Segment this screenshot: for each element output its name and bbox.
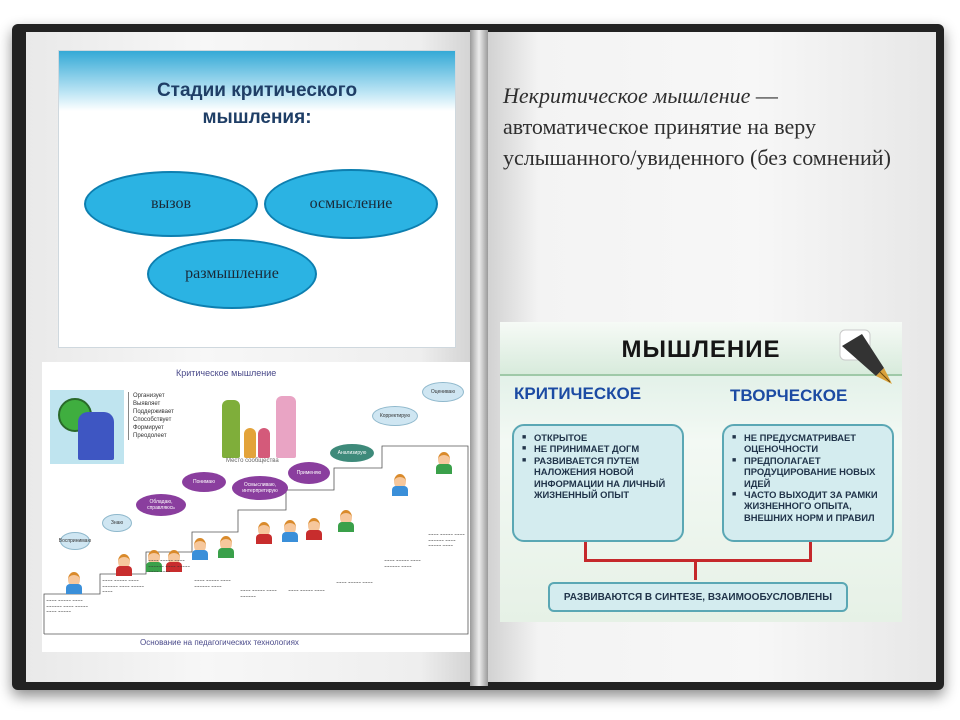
child-figure <box>338 510 354 532</box>
cloud-label: Применяю <box>296 470 322 476</box>
critical-trait: ОТКРЫТОЕ <box>522 432 674 444</box>
creative-trait: НЕ ПРЕДУСМАТРИВАЕТ ОЦЕНОЧНОСТИ <box>732 432 884 455</box>
definition-text: автоматическое принятие на веру услышанн… <box>503 114 891 170</box>
child-figure <box>436 452 452 474</box>
cloud-apply: Применяю <box>288 462 330 484</box>
cloud-possess: Обладаю, справляюсь <box>136 494 186 516</box>
cloud-interpret: Осмысливаю, интерпретирую <box>232 476 288 500</box>
collage-title: Критическое мышление <box>176 368 277 378</box>
verb-item: Способствует <box>133 417 172 423</box>
thinking-header <box>500 322 902 376</box>
creative-trait: ЧАСТО ВЫХОДИТ ЗА РАМКИ ЖИЗНЕННОГО ОПЫТА,… <box>732 489 884 523</box>
thinking-slide: МЫШЛЕНИЕ КРИТИЧЕСКОЕ ТВОРЧЕСКОЕ ОТКРЫТОЕ… <box>500 322 902 622</box>
teacher-cartoon-image <box>50 390 124 464</box>
child-figure <box>66 572 82 594</box>
stages-header-band <box>59 51 455 111</box>
stair-cell-text: ~~~~ ~~~~~ ~~~~ ~~~~~~ ~~~~ ~~~~~ ~~~~ ~… <box>46 598 88 614</box>
cloud-label: Знаю <box>110 520 124 526</box>
stair-cell-text: ~~~~ ~~~~~ ~~~~ ~~~~~~ ~~~~ ~~~~~ ~~~~ ~… <box>148 558 190 574</box>
stage-ellipse-reflection: размышление <box>147 239 317 309</box>
child-figure <box>392 474 408 496</box>
cloud-know: Знаю <box>102 514 132 532</box>
child-figure <box>146 550 162 572</box>
child-figure <box>256 522 272 544</box>
stair-cell-text: ~~~~ ~~~~~ ~~~~ <box>336 580 373 585</box>
cloud-label: Анализирую <box>337 450 367 456</box>
stages-title-line1: Стадии критического <box>156 80 358 101</box>
thinking-title: МЫШЛЕНИЕ <box>621 336 781 363</box>
critical-trait: НЕ ПРИНИМАЕТ ДОГМ <box>522 443 674 455</box>
critical-thinking-collage: Критическое мышление Организует Выявляет… <box>42 362 470 652</box>
child-figure <box>282 520 298 542</box>
critical-traits-box: ОТКРЫТОЕ НЕ ПРИНИМАЕТ ДОГМ РАЗВИВАЕТСЯ П… <box>512 424 684 542</box>
stair-cell-text: ~~~~ ~~~~~ ~~~~ ~~~~~~ ~~~~ ~~~~~ ~~~~ <box>428 532 465 548</box>
stages-title-line2: мышления: <box>202 107 312 128</box>
book-spine <box>470 30 488 686</box>
stair-cell-text: ~~~~ ~~~~~ ~~~~ <box>288 588 325 593</box>
stair-cell-text: ~~~~ ~~~~~ ~~~~ ~~~~~~ ~~~~ <box>194 578 231 589</box>
family-member <box>276 396 296 458</box>
connector-stem <box>694 560 697 580</box>
cloud-label: Оцениваю <box>430 389 456 395</box>
cloud-understand: Понимаю <box>182 472 226 492</box>
child-figure <box>306 518 322 540</box>
verb-item: Формирует <box>133 425 164 431</box>
family-caption: Место сообщества <box>226 458 279 464</box>
cloud-correct: Корректирую <box>372 406 418 426</box>
family-member <box>244 428 256 458</box>
cloud-label: Осмысливаю, интерпретирую <box>242 482 278 494</box>
critical-trait: РАЗВИВАЕТСЯ ПУТЕМ НАЛОЖЕНИЯ НОВОЙ ИНФОРМ… <box>522 455 674 501</box>
connector-bracket <box>584 542 812 562</box>
cloud-label: Корректирую <box>379 413 411 419</box>
fountain-pen-icon <box>839 329 892 384</box>
family-member <box>258 428 270 458</box>
stage-label: осмысление <box>309 195 393 212</box>
stage-label: вызов <box>150 195 192 212</box>
creative-traits-box: НЕ ПРЕДУСМАТРИВАЕТ ОЦЕНОЧНОСТИ ПРЕДПОЛАГ… <box>722 424 894 542</box>
stair-cell-text: ~~~~ ~~~~~ ~~~~ ~~~~~~ ~~~~ <box>384 558 421 569</box>
cloud-label: Понимаю <box>193 479 215 485</box>
child-figure <box>166 550 182 572</box>
critical-title: КРИТИЧЕСКОЕ <box>514 384 642 403</box>
child-figure <box>192 538 208 560</box>
stair-cell-text: ~~~~ ~~~~~ ~~~~ ~~~~~~ <box>240 588 277 599</box>
cloud-analyze: Анализирую <box>330 444 374 462</box>
family-member <box>222 400 240 458</box>
synthesis-box: РАЗВИВАЮТСЯ В СИНТЕЗЕ, ВЗАИМООБУСЛОВЛЕНЫ <box>548 582 848 612</box>
verb-item: Выявляет <box>133 401 161 407</box>
collage-footer: Основание на педагогических технологиях <box>140 638 299 647</box>
stair-cell-text: ~~~~ ~~~~~ ~~~~ ~~~~~~ ~~~~ ~~~~~ ~~~~ <box>102 578 144 594</box>
stage-ellipse-comprehension: осмысление <box>264 169 438 239</box>
stage-label: размышление <box>185 265 279 282</box>
uncritical-thinking-definition: Некритическое мышление — автоматическое … <box>503 80 913 173</box>
cloud-evaluate: Оцениваю <box>422 382 464 402</box>
creative-trait: ПРЕДПОЛАГАЕТ ПРОДУЦИРОВАНИЕ НОВЫХ ИДЕЙ <box>732 455 884 489</box>
synthesis-label: РАЗВИВАЮТСЯ В СИНТЕЗЕ, ВЗАИМООБУСЛОВЛЕНЫ <box>563 591 833 603</box>
cloud-perceive: Воспринимаю <box>58 532 92 550</box>
cloud-label: Воспринимаю <box>58 538 92 544</box>
cloud-label: Обладаю, справляюсь <box>147 499 175 511</box>
family-illustration <box>218 388 306 458</box>
definition-dash: — <box>750 83 778 108</box>
teacher-figure <box>78 412 114 460</box>
child-figure <box>218 536 234 558</box>
creative-title: ТВОРЧЕСКОЕ <box>730 386 848 405</box>
verb-item: Организует <box>133 393 165 399</box>
staircase-outline <box>43 445 469 635</box>
child-figure <box>116 554 132 576</box>
stages-slide: Стадии критического мышления: вызов осмы… <box>58 50 456 348</box>
stages-title: Стадии критического мышления: <box>59 77 455 131</box>
definition-term: Некритическое мышление <box>503 83 751 108</box>
verb-item: Поддерживает <box>133 409 174 415</box>
stage-ellipse-challenge: вызов <box>84 171 258 237</box>
verb-item: Преодолеет <box>133 433 167 439</box>
staircase-diagram <box>43 445 469 635</box>
verbs-list: Организует Выявляет Поддерживает Способс… <box>128 392 187 440</box>
